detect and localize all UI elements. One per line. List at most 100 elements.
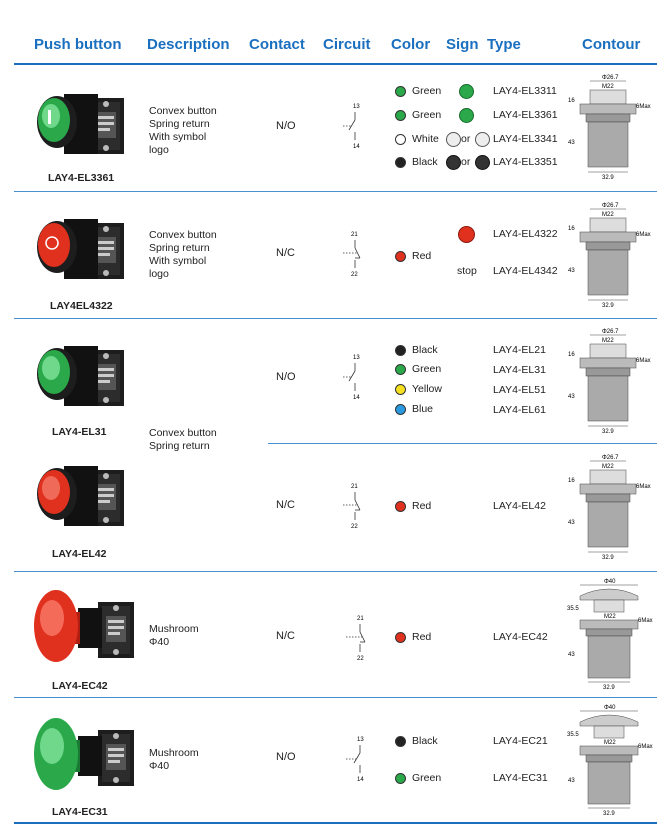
contour-thread: M22 — [602, 464, 614, 470]
color-name: Black — [412, 735, 438, 747]
description: Convex button Spring return With symbol … — [149, 105, 217, 157]
color-dot-red — [395, 501, 406, 512]
description-line: Spring return — [149, 440, 210, 452]
color-dot-green — [395, 364, 406, 375]
contour-diameter: Φ26.7 — [602, 455, 619, 461]
contour-diameter: Φ40 — [604, 705, 616, 711]
contour-width: 32.9 — [602, 429, 614, 435]
description-line: Φ40 — [149, 636, 170, 648]
contour-height-upper: 35.5 — [567, 606, 579, 612]
color-dot-yellow — [395, 384, 406, 395]
contact-type: N/C — [276, 247, 295, 259]
row-separator — [14, 697, 657, 698]
contour-thread: M22 — [602, 84, 614, 90]
contour-width: 32.9 — [602, 303, 614, 309]
model-label: LAY4EL4322 — [50, 300, 113, 312]
contact-type: N/C — [276, 499, 295, 511]
circuit-diagram-no: 13 14 — [340, 733, 370, 788]
circuit-terminal-top: 13 — [353, 355, 360, 361]
contour-height-upper: 16 — [568, 478, 575, 484]
red-stop-symbol-icon — [458, 226, 475, 243]
type-code: LAY4-EL51 — [493, 384, 546, 396]
contour-drawing-mushroom: Φ40 M22 35.5 43 6Max 32.9 — [566, 576, 656, 696]
contour-height-lower: 43 — [568, 520, 575, 526]
green-pause-icon — [459, 108, 474, 123]
color-name: Green — [412, 363, 442, 375]
description-line: logo — [149, 144, 169, 156]
type-code: LAY4-EL21 — [493, 344, 546, 356]
contour-drawing: Φ26.7 M22 16 43 6Max 32.9 — [566, 326, 656, 441]
contour-panel-max: 6Max — [636, 484, 651, 490]
circuit-terminal-top: 21 — [357, 616, 364, 622]
color-name: Green — [412, 85, 442, 97]
description-line: Φ40 — [149, 760, 170, 772]
circuit-terminal-bottom: 14 — [353, 395, 360, 401]
or-label: or — [461, 133, 471, 145]
contour-width: 32.9 — [602, 555, 614, 561]
circuit-terminal-bottom: 14 — [353, 144, 360, 150]
header-rule — [14, 63, 657, 65]
contour-height-lower: 43 — [568, 394, 575, 400]
type-code: LAY4-EL3351 — [493, 156, 558, 168]
contact-type: N/O — [276, 120, 296, 132]
header-color: Color — [391, 36, 431, 53]
contour-thread: M22 — [604, 740, 616, 746]
type-code: LAY4-EL4322 — [493, 228, 558, 240]
color-dot-blue — [395, 404, 406, 415]
model-label: LAY4-EC42 — [52, 680, 108, 692]
circuit-diagram-no: 13 14 — [340, 100, 370, 155]
arrow-down-dark-icon — [475, 155, 490, 170]
contour-drawing: Φ26.7 M22 16 43 6Max 32.9 — [566, 452, 656, 567]
circuit-terminal-bottom: 22 — [351, 272, 358, 278]
header-type: Type — [487, 36, 521, 53]
product-photo-red-symbol — [32, 205, 132, 302]
sign-stop-text: stop — [457, 265, 477, 277]
contact-type: N/O — [276, 371, 296, 383]
color-name: White — [412, 133, 439, 145]
color-name: Yellow — [412, 383, 442, 395]
contour-height-lower: 43 — [568, 140, 575, 146]
contour-diameter: Φ40 — [604, 579, 616, 585]
color-name: Green — [412, 109, 442, 121]
header-contour: Contour — [582, 36, 641, 53]
circuit-terminal-top: 21 — [351, 484, 358, 490]
type-code: LAY4-EC21 — [493, 735, 548, 747]
contact-type: N/C — [276, 630, 295, 642]
contour-drawing: Φ26.7 M22 16 43 6Max 32.9 — [566, 200, 656, 315]
circuit-diagram-nc: 21 22 — [340, 480, 370, 535]
color-name: Red — [412, 631, 432, 643]
circuit-diagram-no: 13 14 — [340, 351, 370, 406]
description-line: Convex button — [149, 427, 217, 439]
color-dot-black — [395, 157, 406, 168]
color-name: Black — [412, 344, 438, 356]
color-name: Green — [412, 772, 442, 784]
color-name: Blue — [412, 403, 434, 415]
contour-height-upper: 16 — [568, 226, 575, 232]
description-line: With symbol — [149, 255, 207, 267]
model-label: LAY4-EL42 — [52, 548, 107, 560]
type-code: LAY4-EL3361 — [493, 109, 558, 121]
color-dot-black — [395, 345, 406, 356]
product-photo-green-mushroom — [30, 710, 140, 807]
color-name: Red — [412, 250, 432, 262]
row-separator — [14, 318, 657, 319]
contour-diameter: Φ26.7 — [602, 329, 619, 335]
type-code: LAY4-EL31 — [493, 364, 546, 376]
description-line: With symbol — [149, 131, 207, 143]
header-contact: Contact — [249, 36, 305, 53]
shared-description: Convex button Spring return — [149, 427, 217, 453]
header-description: Description — [147, 36, 230, 53]
contour-drawing: Φ26.7 M22 16 43 6Max 32.9 — [566, 72, 656, 187]
circuit-terminal-top: 13 — [357, 737, 364, 743]
circuit-diagram-nc: 21 22 — [340, 228, 370, 283]
contour-diameter: Φ26.7 — [602, 203, 619, 209]
type-code: LAY4-EL61 — [493, 404, 546, 416]
contour-drawing-mushroom: Φ40 M22 35.5 43 6Max 32.9 — [566, 702, 656, 822]
header-circuit: Circuit — [323, 36, 371, 53]
contour-thread: M22 — [602, 212, 614, 218]
color-dot-black — [395, 736, 406, 747]
contour-panel-max: 6Max — [636, 358, 651, 364]
row-separator — [14, 571, 657, 572]
arrow-up-dark-icon — [446, 155, 461, 170]
description-line: logo — [149, 268, 169, 280]
